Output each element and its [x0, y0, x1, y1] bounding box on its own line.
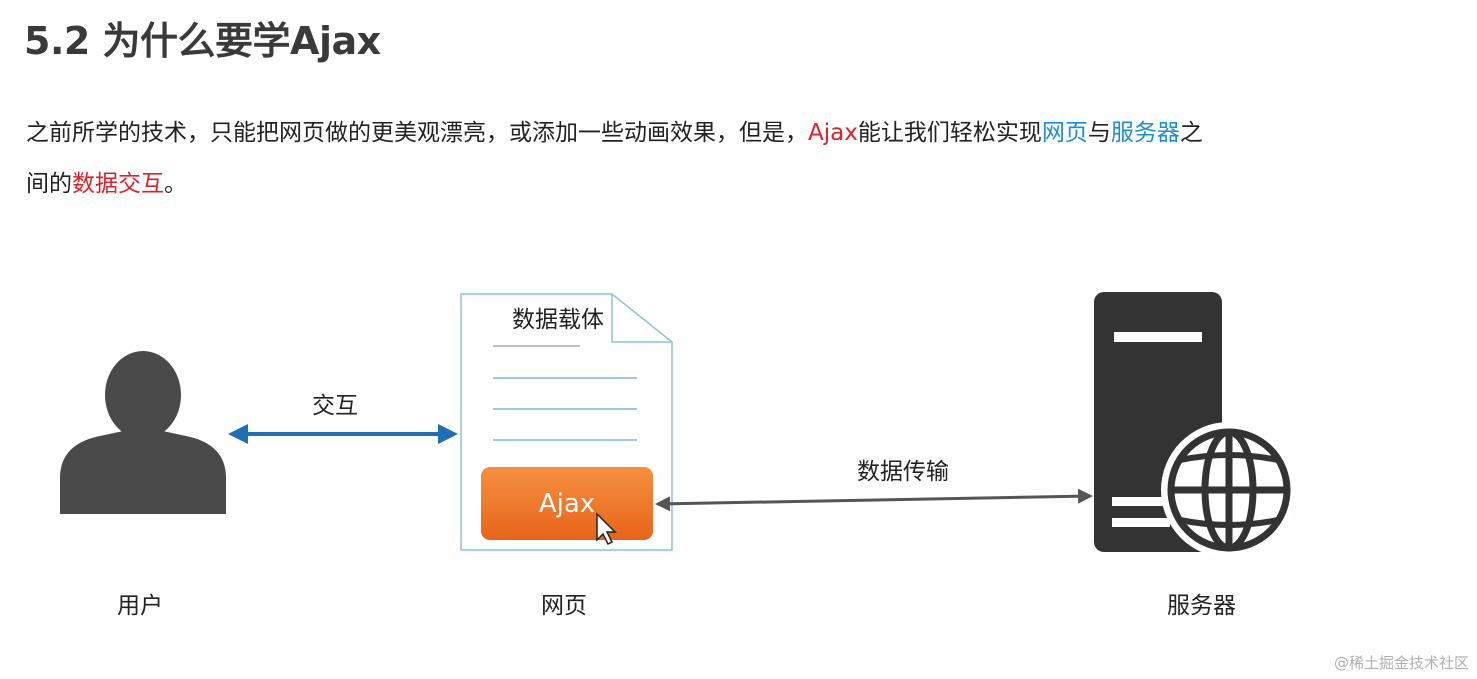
para-text-3: 之 [1179, 120, 1203, 146]
data-transfer-label: 数据传输 [857, 459, 949, 485]
para-period: 。 [164, 171, 187, 197]
highlight-webpage: 网页 [1041, 120, 1088, 146]
highlight-ajax: Ajax [808, 120, 858, 146]
user-icon [60, 351, 226, 514]
page-title: 5.2 为什么要学Ajax [24, 19, 381, 63]
data-carrier-label: 数据载体 [512, 307, 604, 333]
user-label: 用户 [117, 593, 163, 619]
intro-paragraph: 之前所学的技术，只能把网页做的更美观漂亮，或添加一些动画效果，但是，Ajax能让… [26, 108, 1316, 210]
para-text-1: 之前所学的技术，只能把网页做的更美观漂亮，或添加一些动画效果，但是， [26, 120, 808, 146]
para-text-4: 间的 [26, 171, 72, 197]
ajax-button[interactable]: Ajax [481, 467, 653, 540]
watermark: @稀土掘金技术社区 [1333, 654, 1469, 672]
highlight-data-exchange: 数据交互 [72, 171, 164, 197]
data-transfer-arrow [655, 488, 1093, 512]
globe-icon [1161, 422, 1297, 558]
webpage-label: 网页 [541, 593, 587, 619]
server-label: 服务器 [1167, 593, 1236, 619]
para-text-and: 与 [1087, 120, 1111, 146]
para-text-2: 能让我们轻松实现 [857, 120, 1042, 146]
interaction-label: 交互 [312, 393, 358, 419]
ajax-button-label: Ajax [538, 488, 596, 519]
highlight-server: 服务器 [1110, 120, 1180, 146]
